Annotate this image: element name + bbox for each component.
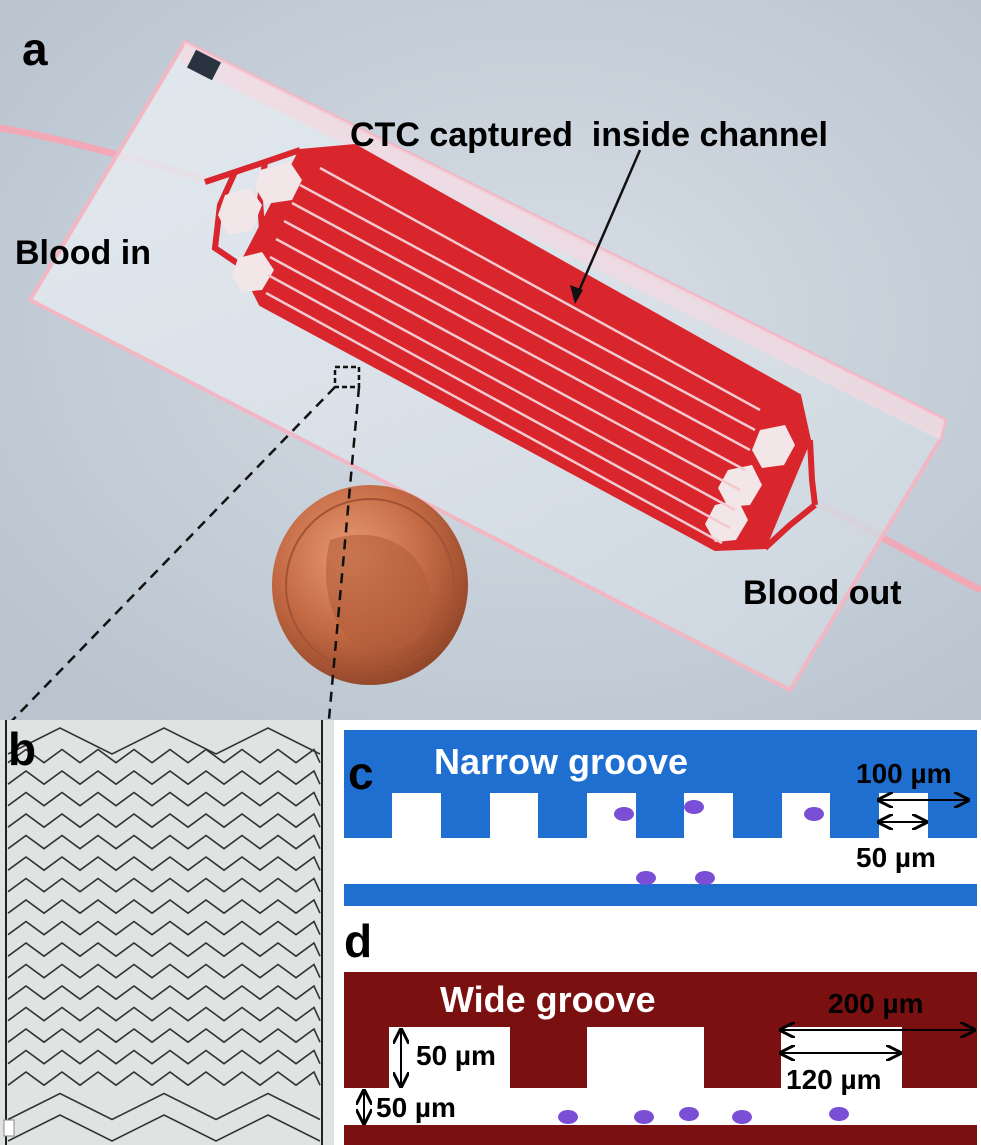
wide-groove-diagram: [344, 972, 977, 1145]
wide-groove-top-wall: [344, 972, 977, 1088]
narrow-groove-bottom-wall: [344, 884, 977, 906]
slide-corner-mark: [186, 49, 222, 81]
panel-c-letter: c: [348, 747, 374, 799]
wide-groove-depth-label: 50 µm: [416, 1040, 496, 1071]
herringbone-line: [7, 1092, 321, 1121]
herringbone-line: [7, 1070, 321, 1087]
device-photo-illustration: [0, 0, 981, 720]
herringbone-line: [7, 877, 321, 893]
wide-groove-channel-label: 50 µm: [376, 1092, 456, 1123]
panel-b-micrograph: b: [0, 720, 334, 1145]
herringbone-line: [7, 855, 321, 872]
herringbone-line: [7, 834, 321, 850]
annotation-arrow-head: [570, 285, 583, 304]
herringbone-line: [7, 769, 321, 786]
wide-groove-cells: [558, 1107, 849, 1124]
herringbone-line: [7, 1006, 321, 1022]
annotation-arrow-line: [573, 149, 642, 301]
herringbone-micrograph: [0, 720, 334, 1145]
herringbone-line: [7, 1114, 321, 1142]
herringbone-line: [7, 920, 321, 936]
wide-groove-period-label: 200 µm: [828, 988, 924, 1019]
herringbone-line: [7, 791, 321, 807]
narrow-groove-diagram: [344, 730, 977, 906]
narrow-groove-gap-label: 50 µm: [856, 842, 936, 873]
narrow-groove-cells: [614, 800, 824, 885]
panel-a-photo: a CTC captured inside channel Blood in B…: [0, 0, 981, 720]
channel-lanes: [265, 166, 761, 545]
narrow-groove-top-wall: [344, 730, 977, 838]
panel-b-letter: b: [8, 723, 37, 775]
herringbone-line: [7, 898, 321, 915]
microfluidic-channel: [204, 143, 818, 552]
panel-cd-schematics: c Narrow groove 100 µm 50 µm d Wide groo…: [334, 720, 981, 1145]
panel-a-letter: a: [22, 23, 48, 75]
herringbone-line: [7, 812, 321, 829]
panel-d-letter: d: [344, 915, 373, 967]
blood-out-label: Blood out: [743, 574, 902, 612]
herringbone-line: [7, 941, 321, 958]
herringbone-line: [7, 984, 321, 1001]
herringbone-line: [7, 1027, 321, 1044]
scale-bar: [3, 1119, 15, 1137]
wide-groove-bottom-wall: [344, 1125, 977, 1145]
narrow-groove-title: Narrow groove: [434, 741, 689, 782]
wide-groove-title: Wide groove: [440, 979, 656, 1020]
ctc-annotation: CTC captured inside channel: [350, 116, 828, 154]
blood-in-label: Blood in: [15, 234, 151, 272]
herringbone-line: [7, 1049, 321, 1065]
herringbone-line: [7, 727, 321, 755]
herringbone-line: [7, 748, 321, 764]
wide-groove-gap-label: 120 µm: [786, 1064, 882, 1095]
narrow-groove-period-label: 100 µm: [856, 758, 952, 789]
herringbone-line: [7, 963, 321, 979]
groove-schematics: [344, 730, 977, 1145]
